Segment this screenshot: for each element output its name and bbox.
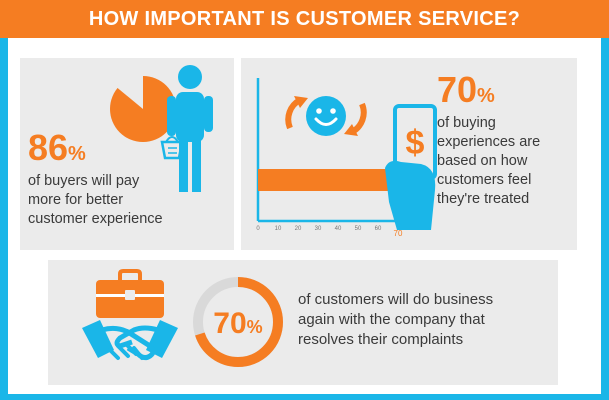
x-tick-label: 50	[355, 226, 362, 232]
x-tick-label: 30	[315, 226, 322, 232]
buyers-line: of buyers will pay	[28, 173, 140, 189]
complaints-text: of customers will do business again with…	[298, 290, 493, 350]
smiley-refresh-icon	[285, 96, 367, 136]
panel-complaints: 70% of customers will do business again …	[48, 260, 558, 385]
complaints-number: 70	[213, 307, 246, 340]
complaints-unit: %	[247, 317, 263, 337]
header-banner: HOW IMPORTANT IS CUSTOMER SERVICE?	[0, 0, 609, 38]
buyers-percent: 86%	[28, 130, 86, 166]
handshake-icon	[82, 320, 178, 361]
complaints-line: of customers will do business	[298, 291, 494, 308]
buyers-number: 86	[28, 127, 69, 168]
experiences-text: of buying experiences are based on how c…	[437, 114, 540, 209]
bar-experiences	[258, 169, 398, 191]
ring-progress	[193, 277, 283, 367]
x-tick-label: 0	[256, 226, 260, 232]
buyers-text: of buyers will pay more for better custo…	[28, 172, 163, 229]
complaints-percent: 70%	[213, 307, 262, 340]
experiences-line: of buying	[437, 115, 496, 131]
x-tick-label: 70	[394, 229, 403, 238]
panel-experiences: 01020304050607080 $ 70% of buying experi…	[241, 58, 577, 250]
buyers-line: customer experience	[28, 211, 163, 227]
experiences-unit: %	[477, 85, 495, 107]
panel-buyers: 86% of buyers will pay more for better c…	[20, 58, 234, 250]
x-tick-label: 20	[295, 226, 302, 232]
x-tick-label: 40	[335, 226, 342, 232]
experiences-number: 70	[437, 69, 478, 110]
briefcase-icon	[96, 269, 164, 318]
experiences-line: experiences are	[437, 134, 541, 150]
experiences-percent: 70%	[437, 72, 495, 108]
person-with-basket-icon	[160, 65, 213, 192]
smartphone-dollar-icon: $	[385, 104, 437, 230]
progress-ring-icon: 70%	[193, 277, 283, 367]
buyers-unit: %	[68, 143, 86, 165]
pie-chart-icon	[110, 75, 176, 142]
experiences-line: based on how	[437, 153, 528, 169]
dollar-icon: $	[406, 124, 425, 162]
complaints-line: resolves their complaints	[298, 331, 464, 348]
x-tick-label: 10	[275, 226, 282, 232]
x-tick-label: 60	[375, 226, 382, 232]
experiences-line: customers feel	[437, 172, 532, 188]
buyers-line: more for better	[28, 192, 124, 208]
experiences-line: they're treated	[437, 191, 530, 207]
complaints-line: again with the company that	[298, 311, 485, 328]
page-title: HOW IMPORTANT IS CUSTOMER SERVICE?	[88, 7, 521, 30]
